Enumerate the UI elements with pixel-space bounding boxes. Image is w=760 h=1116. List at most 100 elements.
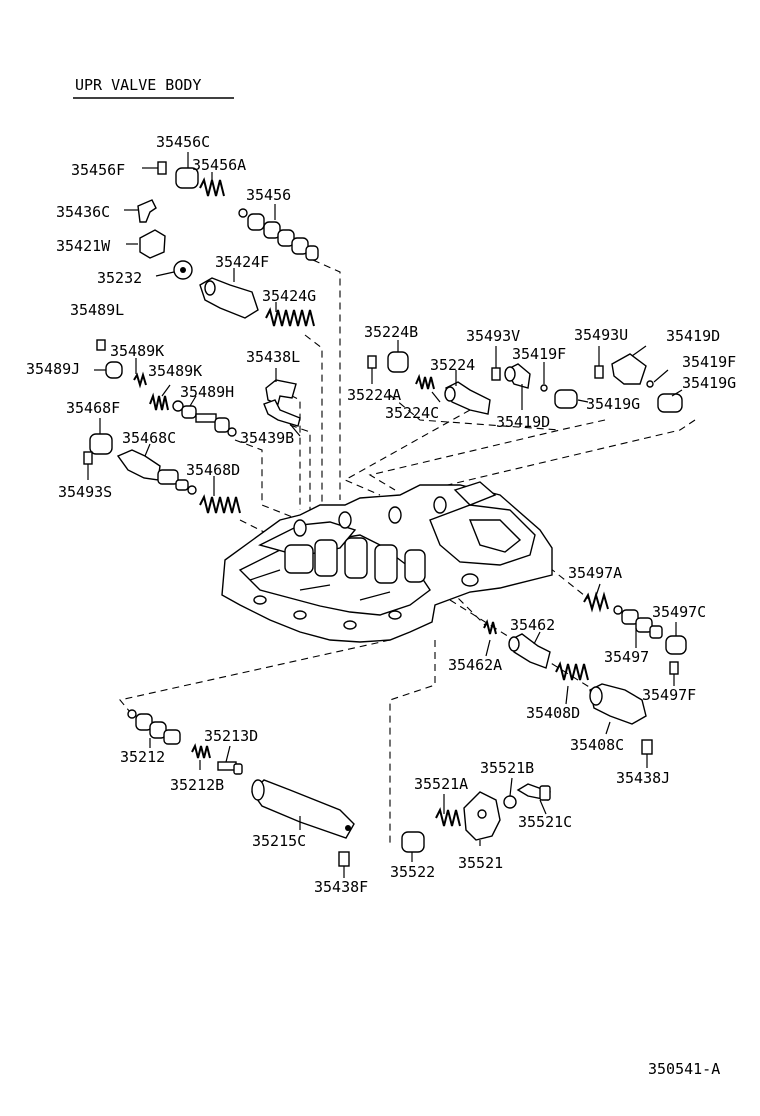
label-35493U: 35493U [574, 326, 628, 344]
label-35468F: 35468F [66, 399, 120, 417]
part-35468C-valve [116, 443, 197, 495]
part-35438F [338, 851, 350, 878]
label-35215C: 35215C [252, 832, 306, 850]
part-35421W [126, 229, 166, 259]
label-35224A: 35224A [347, 386, 401, 404]
part-35493S [83, 451, 93, 480]
part-35439B-bolt [263, 399, 301, 437]
label-35522: 35522 [390, 863, 435, 881]
label-35212: 35212 [120, 748, 165, 766]
label-35456C: 35456C [156, 133, 210, 151]
part-35489J [94, 361, 123, 379]
part-35497A-spring [583, 583, 609, 613]
part-35232-washer [155, 260, 193, 280]
label-35489K-a: 35489K [110, 342, 164, 360]
label-35439B: 35439B [240, 429, 294, 447]
part-35489K-a [133, 358, 147, 389]
label-35408C: 35408C [570, 736, 624, 754]
valve-body-casting [221, 481, 553, 643]
label-35438F: 35438F [314, 878, 368, 896]
label-35224C: 35224C [385, 404, 439, 422]
part-35493U [594, 346, 604, 379]
label-35438L: 35438L [246, 348, 300, 366]
part-35419D-plug-right [611, 345, 647, 385]
part-35212-valve [127, 709, 181, 748]
part-35522 [401, 831, 425, 862]
label-35489L: 35489L [70, 301, 124, 319]
label-35224B: 35224B [364, 323, 418, 341]
label-35421W: 35421W [56, 237, 111, 255]
part-35521B-washer [503, 777, 517, 809]
label-35224: 35224 [430, 356, 475, 374]
part-35408D-spring [555, 661, 589, 705]
label-35438J: 35438J [616, 769, 670, 787]
label-35419F-right: 35419F [682, 353, 736, 371]
diagram-code: 350541-A [648, 1060, 720, 1078]
part-35419G-sleeve [554, 389, 589, 409]
label-35489H: 35489H [180, 383, 234, 401]
part-35424F-sleeve [199, 268, 259, 319]
label-35489J: 35489J [26, 360, 80, 378]
part-35419F-ball [540, 362, 548, 392]
label-35419F: 35419F [512, 345, 566, 363]
diagram-title: UPR VALVE BODY [75, 76, 201, 94]
part-35468D-spring [199, 476, 241, 514]
part-35521C-bolt [516, 783, 551, 815]
part-35436C [124, 199, 157, 223]
part-35224A [367, 355, 377, 384]
part-35521-detent [463, 791, 501, 846]
label-35468D: 35468D [186, 461, 240, 479]
part-35521A-spring [435, 794, 461, 827]
part-35419F-ball-right [646, 369, 669, 388]
part-35212B-spring [191, 743, 211, 770]
label-35408D: 35408D [526, 704, 580, 722]
label-35489K-b: 35489K [148, 362, 202, 380]
label-35212B: 35212B [170, 776, 224, 794]
part-35419G-sleeve-right [657, 389, 683, 413]
label-35436C: 35436C [56, 203, 110, 221]
part-35215C-sleeve [251, 779, 355, 839]
label-35521A: 35521A [414, 775, 468, 793]
part-35213D-plunger [217, 745, 243, 775]
label-35462: 35462 [510, 616, 555, 634]
part-35408C-sleeve [589, 683, 647, 735]
label-35456F: 35456F [71, 161, 125, 179]
label-35497F: 35497F [642, 686, 696, 704]
label-35521C: 35521C [518, 813, 572, 831]
part-number-labels: 35456C 35456F 35456A 35456 35436C 35421W… [26, 133, 736, 896]
label-35419G: 35419G [586, 395, 640, 413]
label-35497: 35497 [604, 648, 649, 666]
part-35456F [142, 161, 167, 175]
part-35456-valve [238, 204, 319, 261]
label-35456: 35456 [246, 186, 291, 204]
label-35493S: 35493S [58, 483, 112, 501]
label-35462A: 35462A [448, 656, 502, 674]
label-35521B: 35521B [480, 759, 534, 777]
part-35468F [89, 418, 113, 455]
part-35462A [483, 619, 497, 657]
label-35419D: 35419D [496, 413, 550, 431]
part-35224-valve [444, 370, 491, 415]
label-35419D-right: 35419D [666, 327, 720, 345]
dashed-guide-lines [118, 259, 696, 845]
label-35497C: 35497C [652, 603, 706, 621]
label-35424G: 35424G [262, 287, 316, 305]
part-35462-valve [508, 631, 551, 669]
label-35493V: 35493V [466, 327, 520, 345]
part-35438J [641, 739, 653, 768]
label-35232: 35232 [97, 269, 142, 287]
part-35224C-spring [415, 373, 441, 403]
part-35424G-spring [265, 302, 315, 327]
part-35489L [96, 339, 106, 351]
label-35521: 35521 [458, 854, 503, 872]
part-35224B [387, 340, 409, 373]
part-35497-valve [613, 605, 663, 648]
part-35497C [665, 622, 687, 655]
part-35493V [491, 346, 501, 381]
label-35468C: 35468C [122, 429, 176, 447]
part-35489K-b [149, 384, 171, 411]
part-35489H-valve [172, 395, 237, 437]
label-35424F: 35424F [215, 253, 269, 271]
part-35456C [175, 152, 199, 189]
